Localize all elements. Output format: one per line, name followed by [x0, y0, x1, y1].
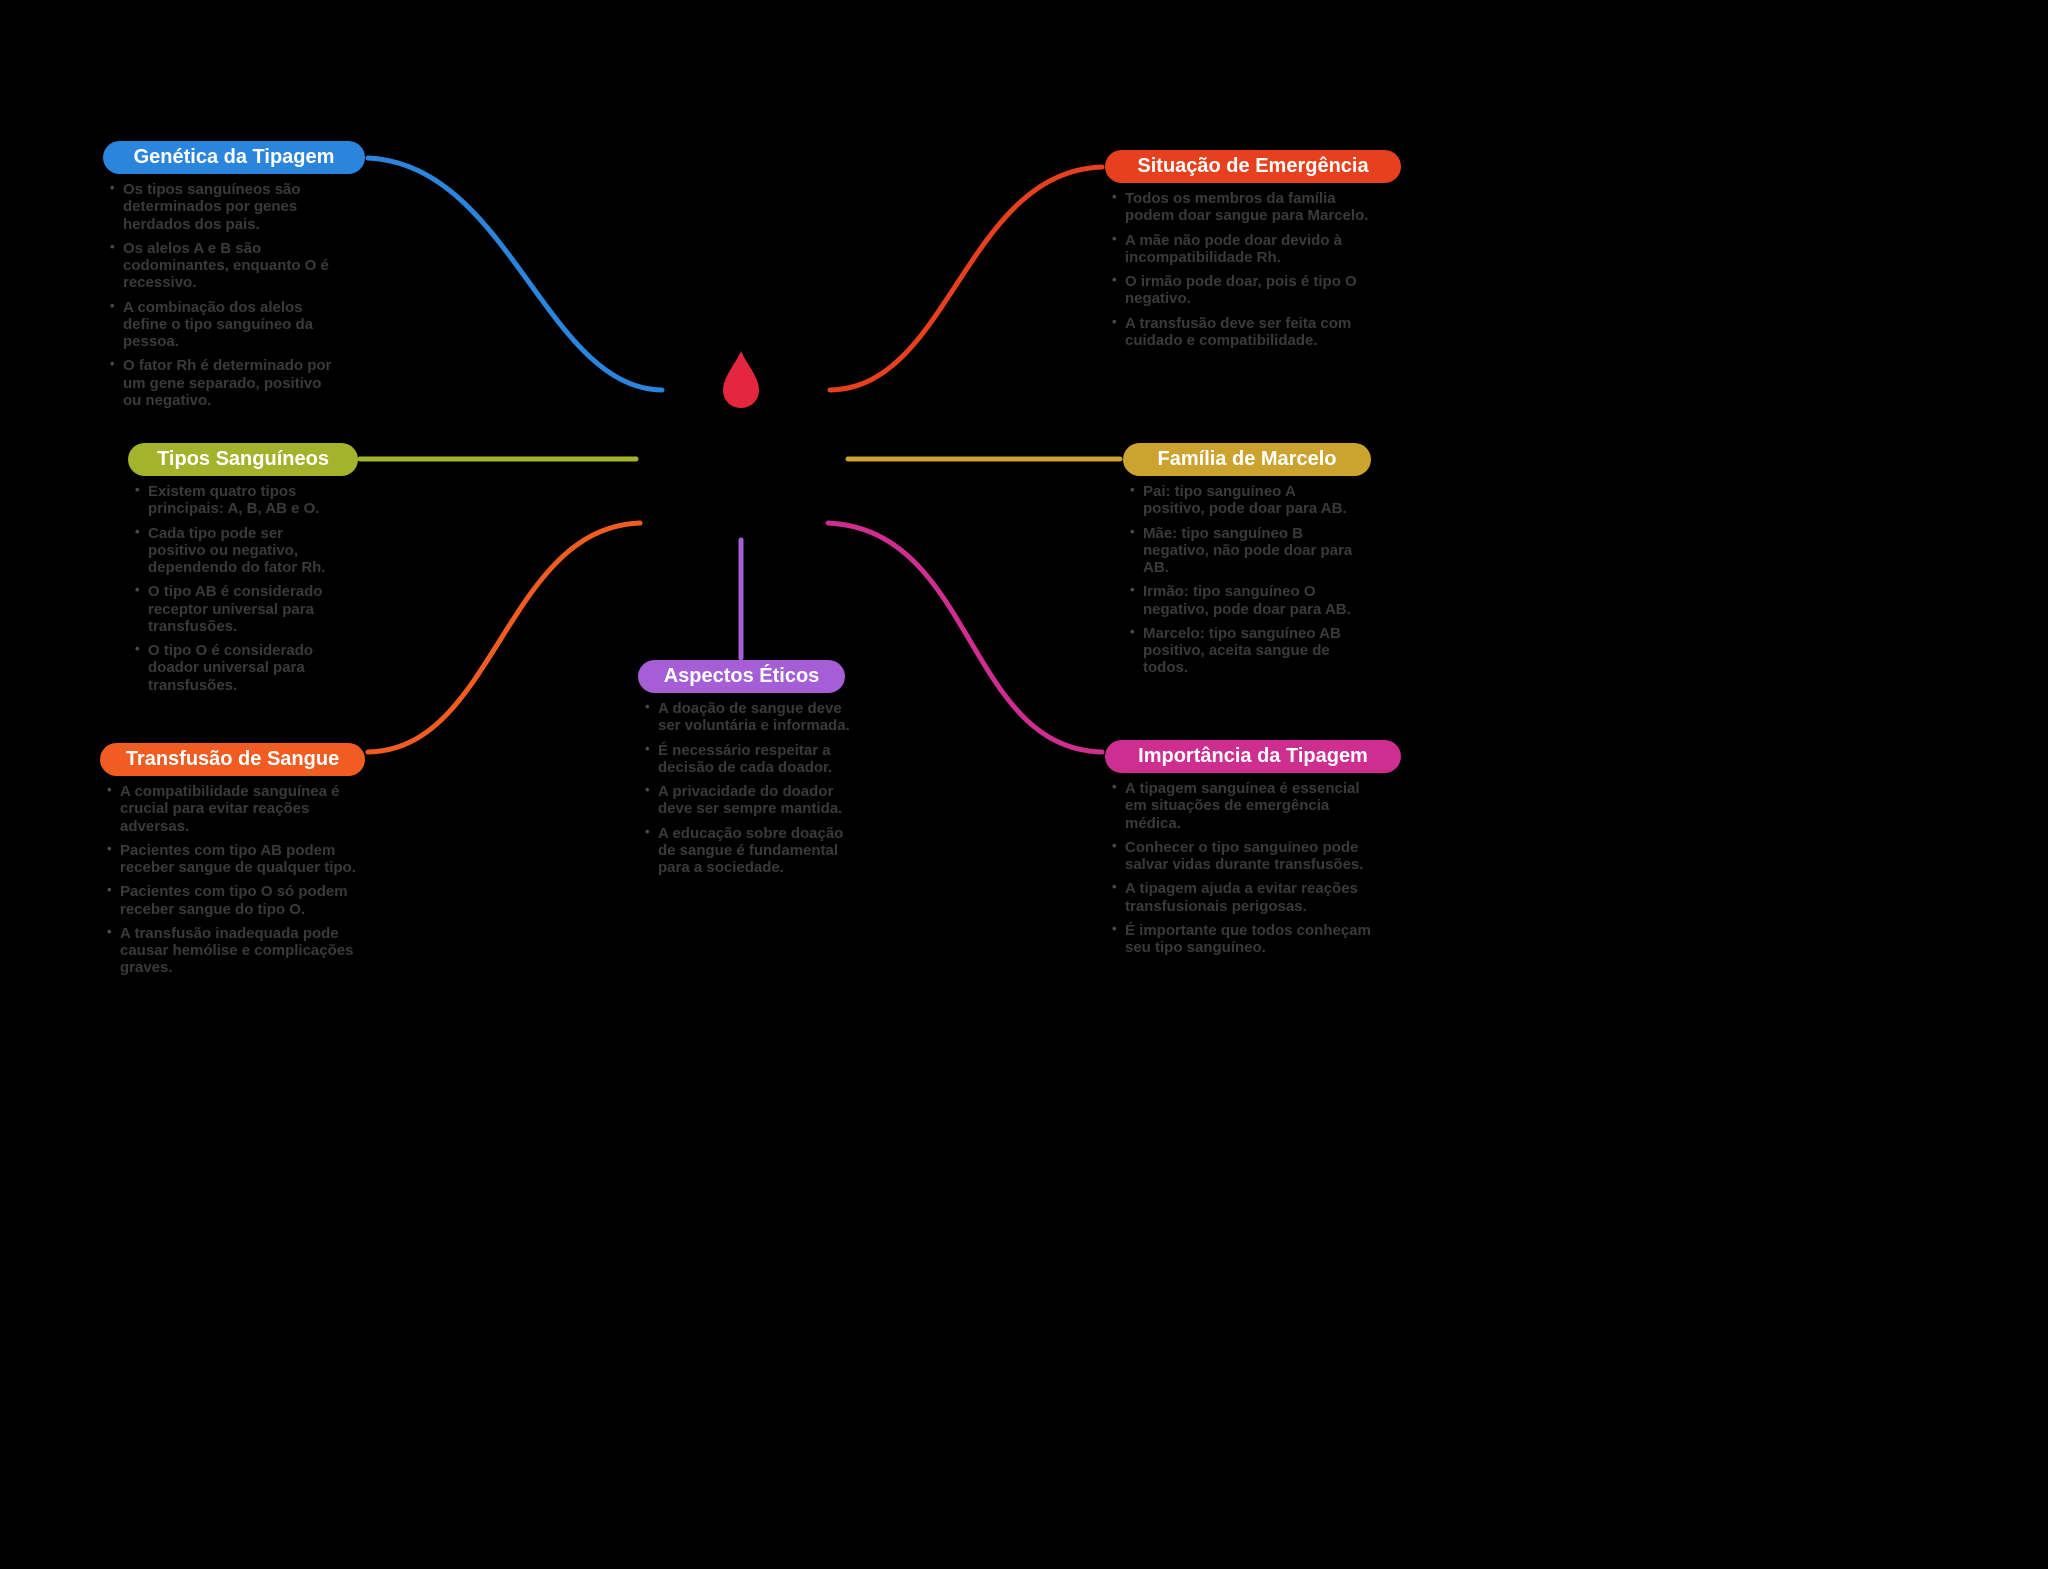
connector-transfusao	[365, 520, 643, 755]
bullet-item: O tipo O é considerado doador universal …	[134, 642, 342, 694]
bullet-item: O irmão pode doar, pois é tipo O negativ…	[1111, 273, 1379, 308]
bullet-item: O tipo AB é considerado receptor univers…	[134, 583, 342, 635]
connector-emergencia	[827, 164, 1105, 393]
bullet-item: Conhecer o tipo sanguíneo pode salvar vi…	[1111, 839, 1381, 874]
node-title-eticos[interactable]: Aspectos Éticos	[638, 660, 845, 693]
bullet-item: A privacidade do doador deve ser sempre …	[644, 783, 856, 818]
bullet-item: Cada tipo pode ser positivo ou negativo,…	[134, 525, 342, 577]
bullet-list-transfusao: A compatibilidade sanguínea é crucial pa…	[100, 783, 358, 977]
node-genetica-da-tipagem: Genética da Tipagem Os tipos sanguíneos …	[103, 141, 365, 416]
bullet-list-importancia: A tipagem sanguínea é essencial em situa…	[1105, 780, 1381, 956]
bullet-item: Mãe: tipo sanguíneo B negativo, não pode…	[1129, 525, 1355, 577]
bullet-item: A mãe não pode doar devido à incompatibi…	[1111, 232, 1379, 267]
bullet-item: A tipagem ajuda a evitar reações transfu…	[1111, 880, 1381, 915]
bullet-list-emergencia: Todos os membros da família podem doar s…	[1105, 190, 1379, 349]
blood-drop-icon	[723, 351, 759, 408]
bullet-item: Existem quatro tipos principais: A, B, A…	[134, 483, 342, 518]
node-aspectos-eticos: Aspectos Éticos A doação de sangue deve …	[638, 660, 850, 883]
connector-importancia	[825, 520, 1105, 755]
node-situacao-de-emergencia: Situação de Emergência Todos os membros …	[1105, 150, 1401, 356]
node-title-importancia[interactable]: Importância da Tipagem	[1105, 740, 1401, 773]
node-title-emergencia[interactable]: Situação de Emergência	[1105, 150, 1401, 183]
bullet-item: A doação de sangue deve ser voluntária e…	[644, 700, 856, 735]
bullet-item: A tipagem sanguínea é essencial em situa…	[1111, 780, 1381, 832]
bullet-list-eticos: A doação de sangue deve ser voluntária e…	[638, 700, 856, 876]
bullet-list-familia: Pai: tipo sanguíneo A positivo, pode doa…	[1123, 483, 1355, 677]
node-importancia-da-tipagem: Importância da Tipagem A tipagem sanguín…	[1105, 740, 1401, 963]
bullet-item: Pacientes com tipo O só podem receber sa…	[106, 883, 358, 918]
bullet-list-genetica: Os tipos sanguíneos são determinados por…	[103, 181, 341, 409]
bullet-item: Os alelos A e B são codominantes, enquan…	[109, 240, 341, 292]
node-tipos-sanguineos: Tipos Sanguíneos Existem quatro tipos pr…	[128, 443, 358, 701]
connector-genetica	[365, 155, 665, 393]
node-title-familia[interactable]: Família de Marcelo	[1123, 443, 1371, 476]
node-title-transfusao[interactable]: Transfusão de Sangue	[100, 743, 365, 776]
bullet-item: É importante que todos conheçam seu tipo…	[1111, 922, 1381, 957]
bullet-item: A compatibilidade sanguínea é crucial pa…	[106, 783, 358, 835]
node-title-tipos[interactable]: Tipos Sanguíneos	[128, 443, 358, 476]
bullet-item: Os tipos sanguíneos são determinados por…	[109, 181, 341, 233]
bullet-item: Pai: tipo sanguíneo A positivo, pode doa…	[1129, 483, 1355, 518]
node-title-genetica[interactable]: Genética da Tipagem	[103, 141, 365, 174]
bullet-item: A combinação dos alelos define o tipo sa…	[109, 299, 341, 351]
bullet-item: Marcelo: tipo sanguíneo AB positivo, ace…	[1129, 625, 1355, 677]
bullet-item: A transfusão inadequada pode causar hemó…	[106, 925, 358, 977]
bullet-list-tipos: Existem quatro tipos principais: A, B, A…	[128, 483, 342, 694]
bullet-item: Irmão: tipo sanguíneo O negativo, pode d…	[1129, 583, 1355, 618]
node-transfusao-de-sangue: Transfusão de Sangue A compatibilidade s…	[100, 743, 365, 984]
bullet-item: Pacientes com tipo AB podem receber sang…	[106, 842, 358, 877]
bullet-item: Todos os membros da família podem doar s…	[1111, 190, 1379, 225]
bullet-item: A transfusão deve ser feita com cuidado …	[1111, 315, 1379, 350]
node-familia-de-marcelo: Família de Marcelo Pai: tipo sanguíneo A…	[1123, 443, 1371, 684]
bullet-item: É necessário respeitar a decisão de cada…	[644, 742, 856, 777]
bullet-item: O fator Rh é determinado por um gene sep…	[109, 357, 341, 409]
bullet-item: A educação sobre doação de sangue é fund…	[644, 825, 856, 877]
